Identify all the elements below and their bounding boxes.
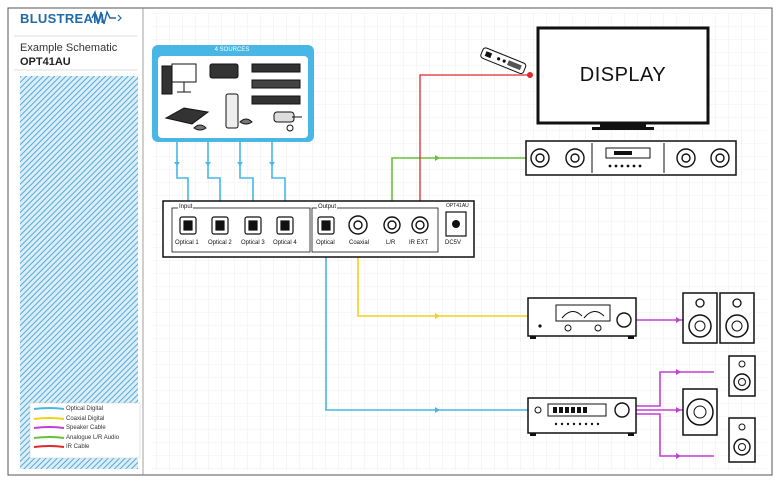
legend-label-speaker: Speaker Cable [66, 425, 106, 431]
speaker-arrows [676, 317, 681, 459]
optical-output-arrow [435, 407, 440, 413]
device-model-tag: OPT41AU [446, 203, 469, 209]
ir-cable [419, 74, 530, 222]
legend-label-ir: IR Cable [66, 444, 90, 450]
legend-swatch-speaker [33, 426, 65, 429]
brand-logo-text: BLUSTREAM [20, 11, 105, 26]
port-label-optical-out: Optical [316, 240, 335, 246]
model-title: OPT41AU [20, 56, 71, 68]
input-group-frame [171, 207, 311, 253]
display-neck [600, 123, 646, 127]
brand-arrow-icon [117, 14, 122, 22]
analogue-arrow [435, 155, 440, 161]
port-label-optical-1: Optical 1 [175, 240, 199, 246]
dc-pin [452, 220, 460, 228]
source-devices [161, 63, 302, 132]
input-group-label: Input [178, 204, 194, 210]
legend-label-analogue: Analogue L/R Audio [66, 435, 120, 441]
sources-title: 4 SOURCES [214, 47, 250, 53]
round-ports [348, 215, 429, 235]
display-stand [592, 127, 654, 130]
amp-speakers [682, 292, 755, 344]
optical-input-arrows [174, 162, 275, 166]
legend-label-optical: Optical Digital [66, 406, 104, 412]
output-group-label: Output [317, 204, 338, 210]
optical-ports [179, 216, 335, 235]
optical-input-cables [176, 142, 286, 222]
coaxial-arrow [435, 313, 440, 319]
port-label-dc5v: DC5V [445, 240, 462, 246]
legend-swatch-ir [33, 445, 65, 448]
soundbar-drivers [530, 148, 730, 168]
remote-icon [480, 47, 527, 75]
port-label-ir-ext: IR EXT [409, 240, 429, 246]
surround-speakers [682, 355, 756, 463]
amplifier-meter [555, 304, 611, 322]
port-label-optical-2: Optical 2 [208, 240, 232, 246]
brand-wave-icon [91, 9, 116, 25]
display-label: DISPLAY [579, 64, 667, 86]
legend-swatch-optical [33, 407, 65, 410]
port-label-coaxial: Coaxial [349, 240, 370, 246]
legend-swatch-coaxial [33, 417, 65, 420]
coaxial-cable [357, 230, 528, 317]
legend-box [29, 402, 141, 459]
display-screen [536, 26, 710, 125]
legend-swatch-analogue [33, 436, 65, 439]
port-label-optical-3: Optical 3 [241, 240, 265, 246]
speaker-cables [636, 319, 714, 457]
port-label-lr: L/R [386, 240, 396, 246]
ir-emitter [527, 72, 533, 78]
legend-label-coaxial: Coaxial Digital [66, 416, 105, 422]
schematic-subtitle: Example Schematic [20, 42, 118, 54]
output-group-frame [311, 207, 439, 253]
port-label-optical-4: Optical 4 [273, 240, 297, 246]
optical-output-cable [325, 232, 528, 411]
